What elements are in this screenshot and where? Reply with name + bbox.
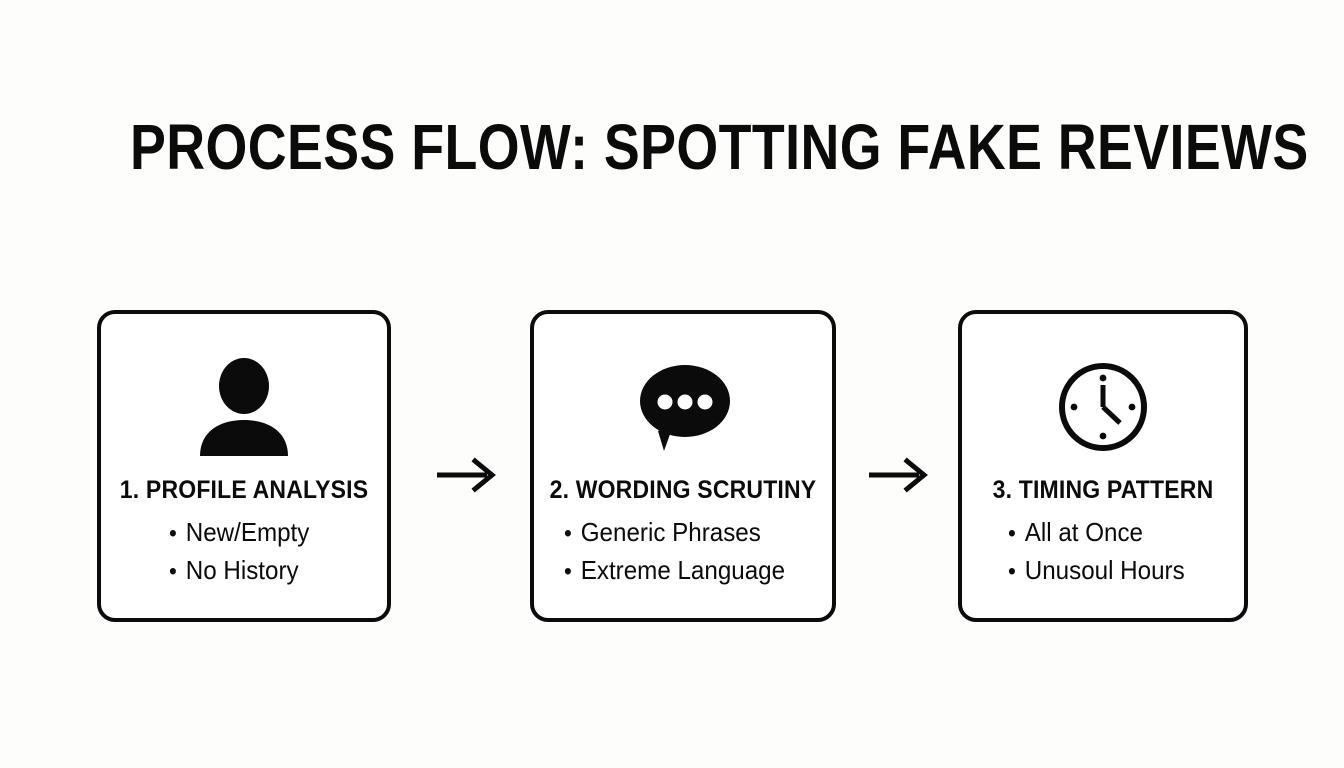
flow-step-card-3[interactable]: 3. TIMING PATTERN • All at Once • Unusoul … <box>958 310 1248 622</box>
list-item: • New/Empty <box>169 514 309 552</box>
clock-icon <box>1059 363 1147 451</box>
bullet-text: Extreme Language <box>580 555 786 585</box>
step-2-heading: 2. WORDING SCRUTINY <box>549 476 817 504</box>
arrow-right-icon <box>437 457 496 493</box>
bullet-marker: • <box>564 558 572 585</box>
step-1-icon-wrap <box>196 342 292 472</box>
speech-bubble-icon <box>640 365 730 451</box>
bullet-text: Generic Phrases <box>580 517 761 547</box>
bullet-marker: • <box>168 520 177 547</box>
step-1-heading: 1. PROFILE ANALYSIS <box>119 476 369 504</box>
flow-arrow-1 <box>435 455 499 495</box>
list-item: • All at Once <box>1008 514 1185 552</box>
bullet-marker: • <box>168 558 177 585</box>
bullet-text: Unusoul Hours <box>1024 555 1185 585</box>
arrow-right-icon <box>869 457 928 493</box>
step-3-heading: 3. TIMING PATTERN <box>992 476 1214 504</box>
list-item: • Generic Phrases <box>564 514 785 552</box>
page-title: PROCESS FLOW: SPOTTING FAKE REVIEWS <box>130 111 1309 183</box>
step-3-bullets: • All at Once • Unusoul Hours <box>1008 514 1198 590</box>
bullet-marker: • <box>1008 520 1016 547</box>
step-2-icon-wrap <box>634 342 732 472</box>
person-icon <box>200 358 288 456</box>
bullet-text: No History <box>185 555 299 585</box>
list-item: • Extreme Language <box>564 552 785 590</box>
list-item: • Unusoul Hours <box>1008 552 1185 590</box>
list-item: • No History <box>169 552 309 590</box>
step-3-icon-wrap <box>1055 342 1151 472</box>
bullet-marker: • <box>1008 558 1016 585</box>
step-2-bullets: • Generic Phrases • Extreme Language <box>564 514 802 590</box>
step-1-bullets: • New/Empty • No History <box>169 514 320 590</box>
bullet-marker: • <box>564 520 572 547</box>
bullet-text: New/Empty <box>185 517 309 547</box>
process-flow-row: 1. PROFILE ANALYSIS • New/Empty • No Histo… <box>97 310 1248 630</box>
flow-step-card-2[interactable]: 2. WORDING SCRUTINY • Generic Phrases • Ex… <box>530 310 836 622</box>
flow-arrow-2 <box>867 455 931 495</box>
flow-step-card-1[interactable]: 1. PROFILE ANALYSIS • New/Empty • No Histo… <box>97 310 391 622</box>
bullet-text: All at Once <box>1024 517 1144 547</box>
